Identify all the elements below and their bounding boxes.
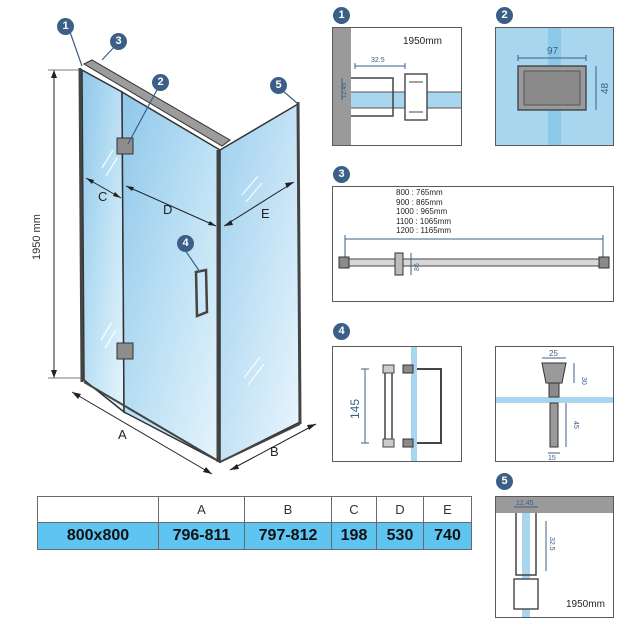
side-glass-panel — [219, 102, 301, 464]
dimension-e-label: E — [261, 206, 270, 221]
callout-badge-2: 2 — [152, 74, 169, 91]
table-header-cell: D — [376, 496, 424, 523]
detail-4-handle-label: 145 — [348, 399, 362, 419]
detail-1-badge: 1 — [333, 7, 350, 24]
table-cell: 740 — [423, 522, 472, 550]
detail-3-bracket-label: 86 — [414, 263, 421, 271]
dimension-b-label: B — [270, 444, 279, 459]
table-header-row: A B C D E — [37, 496, 472, 523]
detail-4b-base-label: 15 — [548, 455, 556, 461]
stabilizer-bar-drawing: 86 — [338, 235, 610, 276]
detail-5-badge: 5 — [496, 473, 513, 490]
table-header-cell: B — [244, 496, 332, 523]
size-line: 1000 : 965mm — [396, 207, 448, 217]
wall-profile-drawing: 1950mm 32.5 12.45 — [333, 28, 461, 145]
detail-5-inner-label: 32.5 — [548, 537, 555, 551]
size-line: 800 : 765mm — [396, 188, 443, 197]
detail-2-width-label: 97 — [547, 46, 559, 57]
height-dimension-label: 1950 mm — [31, 214, 43, 260]
table-header-cell: C — [331, 496, 377, 523]
callout-badge-5: 5 — [270, 77, 287, 94]
table-header-cell: E — [423, 496, 472, 523]
callout-badge-3: 3 — [110, 33, 127, 50]
detail-4-panel: 145 — [332, 346, 462, 462]
detail-1-height-label: 1950mm — [403, 36, 442, 47]
dimension-a-label: A — [118, 427, 127, 442]
handle-profile-drawing: 25 30 45 15 — [496, 349, 613, 461]
size-line: 1200 : 1165mm — [396, 226, 451, 236]
size-line: 900 : 865mm — [396, 197, 443, 207]
detail-4b-panel: 25 30 45 15 — [495, 346, 614, 462]
table-row: 800x800 796-811 797-812 198 530 740 — [37, 522, 472, 550]
detail-2-height-label: 48 — [600, 82, 611, 94]
detail-4b-top-label: 25 — [549, 349, 558, 358]
fixed-glass-panel — [81, 68, 125, 414]
stabilizer-bar — [82, 59, 231, 147]
detail-1-depth-label: 12.45 — [342, 82, 348, 98]
detail-5-panel: 12.45 32.5 1950mm — [495, 496, 614, 618]
hinge-drawing: 97 48 — [496, 28, 613, 145]
shower-enclosure-drawing: 1950 mm A B C D E — [31, 31, 317, 475]
detail-2-panel: 97 48 — [495, 27, 614, 146]
detail-1-panel: 1950mm 32.5 12.45 — [332, 27, 462, 146]
handle-front-drawing: 145 — [348, 347, 442, 461]
table-header-cell — [37, 496, 159, 523]
wall-profile-side-drawing: 12.45 32.5 1950mm — [496, 497, 613, 617]
table-header-cell: A — [158, 496, 245, 523]
detail-5-height-label: 1950mm — [566, 599, 605, 610]
table-cell: 797-812 — [244, 522, 332, 550]
table-cell: 800x800 — [37, 522, 159, 550]
detail-2-badge: 2 — [496, 7, 513, 24]
detail-3-badge: 3 — [333, 166, 350, 183]
table-cell: 796-811 — [158, 522, 245, 550]
table-cell: 198 — [331, 522, 377, 550]
dimension-c-label: C — [98, 189, 107, 204]
detail-5-depth-label: 12.45 — [516, 500, 534, 507]
table-cell: 530 — [376, 522, 424, 550]
callout-badge-4: 4 — [177, 235, 194, 252]
size-line: 1100 : 1065mm — [396, 216, 451, 226]
detail-4-badge: 4 — [333, 323, 350, 340]
dimension-d-label: D — [163, 202, 172, 217]
detail-1-width-label: 32.5 — [371, 57, 385, 64]
detail-4b-mid-label: 30 — [580, 377, 587, 385]
dimension-spec-table: A B C D E 800x800 796-811 797-812 198 53… — [37, 496, 472, 550]
detail-4b-low-label: 45 — [572, 421, 579, 429]
detail-3-size-list: 800 : 765mm 900 : 865mm 1000 : 965mm 110… — [396, 188, 451, 236]
callout-badge-1: 1 — [57, 18, 74, 35]
detail-3-panel: 86 — [332, 186, 614, 302]
hinge-bottom — [116, 342, 134, 360]
door-handle — [194, 268, 209, 318]
